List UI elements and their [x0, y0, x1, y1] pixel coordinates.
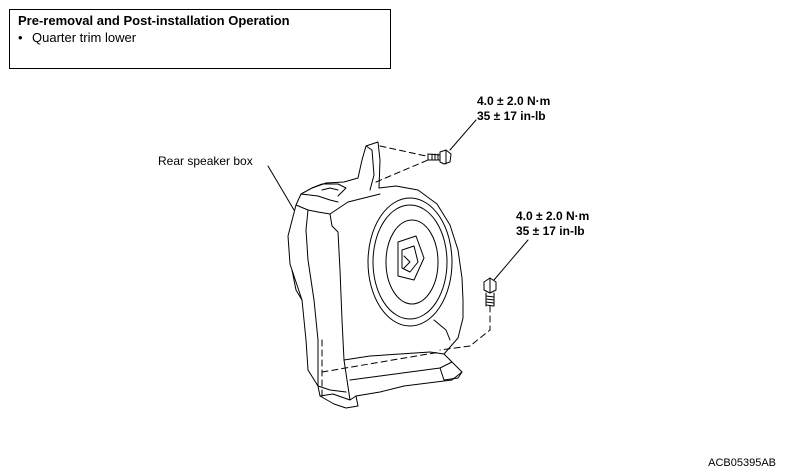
pre-removal-operation-box: Pre-removal and Post-installation Operat…	[9, 9, 391, 69]
figure-code: ACB05395AB	[708, 457, 776, 469]
speaker-cone	[367, 197, 453, 341]
operation-list-item: • Quarter trim lower	[18, 30, 382, 46]
lower-torque-imperial: 35 ± 17 in-lb	[516, 224, 585, 238]
lower-torque-spec: 4.0 ± 2.0 N·m 35 ± 17 in-lb	[516, 209, 589, 239]
upper-torque-spec: 4.0 ± 2.0 N·m 35 ± 17 in-lb	[477, 94, 550, 124]
part-name-leader	[267, 165, 295, 211]
bullet-marker: •	[18, 30, 23, 45]
operation-box-title: Pre-removal and Post-installation Operat…	[18, 13, 290, 28]
upper-torque-metric: 4.0 ± 2.0 N·m	[477, 94, 551, 108]
alignment-dash-lines	[321, 145, 491, 399]
leader-lines	[267, 119, 529, 281]
speaker-box-housing	[287, 141, 464, 409]
lower-bolt-icon	[483, 277, 497, 307]
rear-speaker-box-label: Rear speaker box	[158, 154, 253, 168]
upper-torque-imperial: 35 ± 17 in-lb	[477, 109, 546, 123]
operation-item-text: Quarter trim lower	[32, 30, 137, 45]
lower-torque-leader	[493, 239, 529, 281]
upper-torque-leader	[449, 119, 477, 151]
lower-torque-metric: 4.0 ± 2.0 N·m	[516, 209, 590, 223]
upper-bolt-icon	[427, 149, 452, 165]
